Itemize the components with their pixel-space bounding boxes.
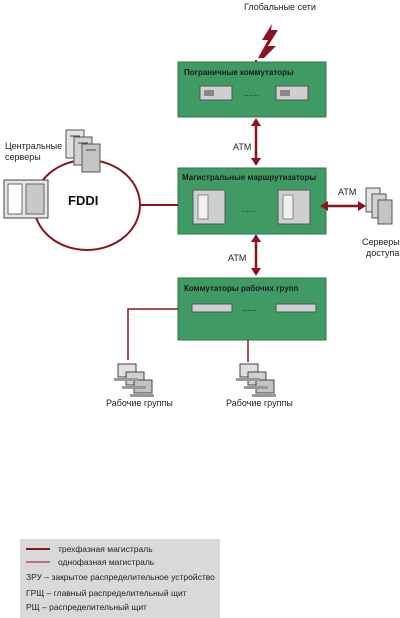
central-servers-label-2: серверы bbox=[5, 152, 41, 162]
atm-label-bottom: ATM bbox=[228, 253, 246, 263]
workgroups-label-left: Рабочие группы bbox=[106, 398, 173, 408]
workgroup-switches-title: Коммутаторы рабочих групп bbox=[184, 284, 299, 293]
switch-device-icon bbox=[199, 85, 233, 101]
workgroups-label-right: Рабочие группы bbox=[226, 398, 293, 408]
fddi-label: FDDI bbox=[68, 193, 98, 208]
ellipsis: ...... bbox=[242, 303, 257, 313]
central-servers-label-1: Центральные bbox=[5, 141, 62, 151]
lightning-icon bbox=[256, 24, 278, 66]
ellipsis: ...... bbox=[244, 88, 259, 98]
legend-item: трехфазная магистраль bbox=[58, 544, 153, 554]
workgroup-switches-box: Коммутаторы рабочих групп ...... bbox=[177, 277, 327, 341]
atm-label-right: ATM bbox=[338, 187, 356, 197]
border-switches-box: Пограничные коммутаторы ...... bbox=[177, 61, 327, 118]
central-servers-icon bbox=[65, 129, 101, 173]
legend-item: однофазная магистраль bbox=[58, 557, 155, 567]
switch-device-icon bbox=[191, 303, 233, 313]
access-servers-label-1: Серверы bbox=[362, 237, 400, 247]
global-networks-label: Глобальные сети bbox=[244, 2, 316, 12]
access-servers-icon bbox=[365, 187, 393, 225]
backbone-routers-title: Магистральные маршрутизаторы bbox=[182, 173, 316, 182]
legend-panel: трехфазная магистраль однофазная магистр… bbox=[20, 539, 220, 618]
switch-device-icon bbox=[275, 85, 309, 101]
workgroup-computers-icon bbox=[114, 363, 154, 397]
backbone-routers-box: Магистральные маршрутизаторы ...... bbox=[177, 167, 327, 235]
server-cabinet-icon bbox=[3, 179, 49, 219]
atm-label-top: ATM bbox=[233, 142, 251, 152]
legend-item: РЩ – распределительный щит bbox=[26, 602, 147, 612]
ellipsis: ...... bbox=[241, 204, 256, 214]
legend-item: ГРЩ – главный распределительный щит bbox=[26, 588, 187, 598]
workgroup-link-left bbox=[127, 308, 178, 360]
switch-device-icon bbox=[275, 303, 317, 313]
legend-item: ЗРУ – закрытое распределительное устройс… bbox=[26, 572, 215, 582]
access-servers-label-2: доступа bbox=[366, 248, 399, 258]
workgroup-computers-icon bbox=[236, 363, 276, 397]
border-switches-title: Пограничные коммутаторы bbox=[184, 68, 294, 77]
